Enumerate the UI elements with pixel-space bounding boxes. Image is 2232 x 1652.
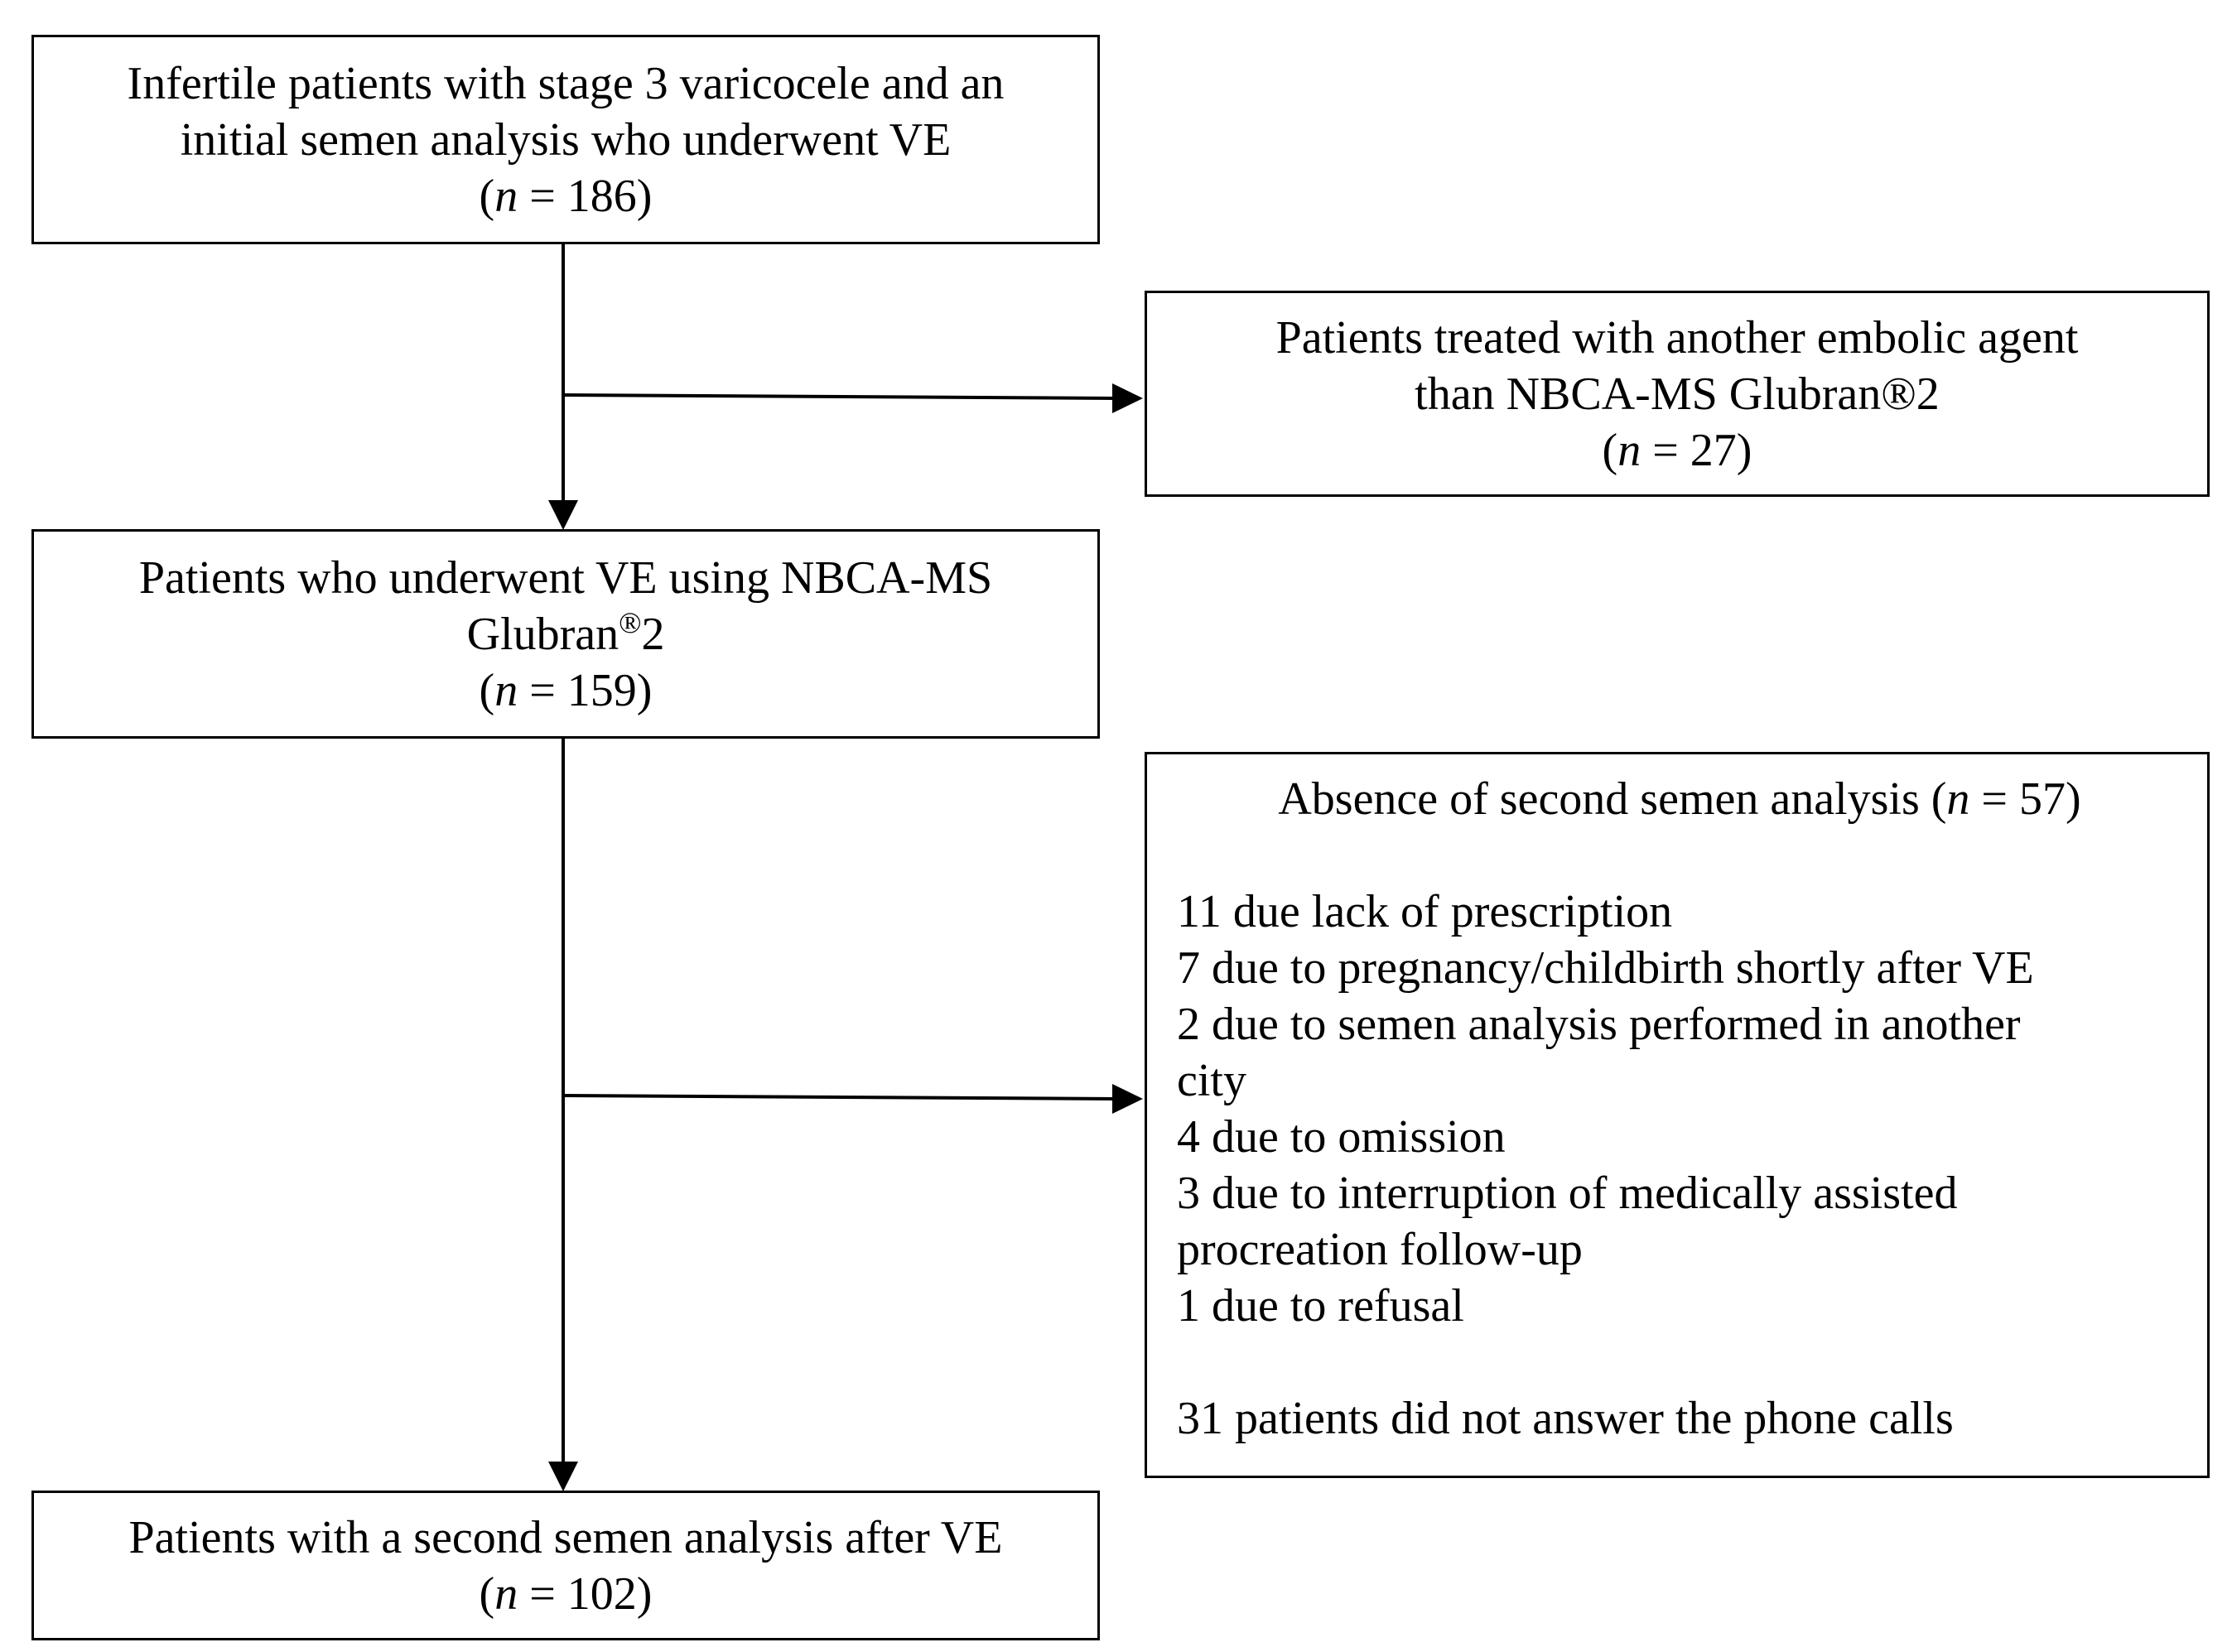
arrowhead-to-excluded-agent — [1112, 383, 1143, 413]
box-final-cohort: Patients with a second semen analysis af… — [31, 1491, 1100, 1640]
excluded-count: (n = 27) — [1603, 422, 1752, 479]
box-nbca-cohort: Patients who underwent VE using NBCA-MS … — [31, 529, 1100, 739]
excluded-line-2: than NBCA-MS Glubran®2 — [1415, 368, 1940, 420]
initial-line-1: Infertile patients with stage 3 varicoce… — [127, 57, 1005, 109]
absence-title-prefix: Absence of second semen analysis ( — [1278, 773, 1947, 825]
initial-count-value: = 186) — [518, 170, 653, 222]
arrow-to-excluded-agent — [562, 393, 1117, 400]
nbca-count-value: = 159) — [518, 664, 653, 716]
n-symbol: n — [494, 664, 518, 716]
excluded-line-1: Patients treated with another embolic ag… — [1275, 311, 2079, 364]
excluded-count-value: = 27) — [1641, 424, 1752, 476]
paren-open: ( — [479, 1568, 495, 1620]
arrowhead-initial-to-nbca — [548, 500, 578, 530]
reason-item: 7 due to pregnancy/childbirth shortly af… — [1177, 942, 2034, 994]
final-count-value: = 102) — [518, 1568, 653, 1620]
n-symbol: n — [494, 170, 518, 222]
reason-item: 1 due to refusal — [1177, 1280, 1464, 1332]
nbca-product-name: Glubran — [466, 608, 619, 660]
arrowhead-to-absence — [1112, 1084, 1143, 1114]
arrowhead-nbca-to-final — [548, 1462, 578, 1491]
paren-open: ( — [479, 170, 495, 222]
final-count: (n = 102) — [480, 1566, 653, 1622]
reason-item: 11 due lack of prescription — [1177, 886, 1673, 937]
reason-item: 2 due to semen analysis performed in ano… — [1177, 999, 2021, 1050]
nbca-line-2: Glubran®2 — [467, 606, 665, 662]
spacer — [1177, 1334, 2182, 1390]
absence-title-suffix: = 57) — [1969, 773, 2081, 825]
initial-line-2: initial semen analysis who underwent VE — [180, 113, 952, 166]
arrow-to-absence — [562, 1094, 1117, 1101]
box-absence-second-analysis: Absence of second semen analysis (n = 57… — [1145, 752, 2210, 1478]
n-symbol: n — [494, 1568, 518, 1620]
registered-mark: ® — [619, 605, 642, 639]
nbca-product-suffix: 2 — [641, 608, 665, 660]
n-symbol: n — [1946, 773, 1970, 825]
final-line-1: Patients with a second semen analysis af… — [128, 1511, 1003, 1563]
box-excluded-other-agent: Patients treated with another embolic ag… — [1145, 291, 2210, 497]
reason-item: 4 due to omission — [1177, 1111, 1506, 1163]
n-symbol: n — [1617, 424, 1641, 476]
reason-item: 3 due to interruption of medically assis… — [1177, 1168, 1958, 1219]
absence-title: Absence of second semen analysis (n = 57… — [1177, 771, 2182, 827]
box-initial-cohort: Infertile patients with stage 3 varicoce… — [31, 35, 1100, 244]
reason-item: city — [1177, 1055, 1246, 1106]
absence-footer: 31 patients did not answer the phone cal… — [1177, 1393, 1954, 1444]
paren-open: ( — [1602, 424, 1618, 476]
initial-count: (n = 186) — [480, 168, 653, 224]
nbca-line-1: Patients who underwent VE using NBCA-MS — [138, 551, 993, 604]
reason-item: procreation follow-up — [1177, 1224, 1583, 1275]
paren-open: ( — [479, 664, 495, 716]
nbca-count: (n = 159) — [480, 662, 653, 719]
